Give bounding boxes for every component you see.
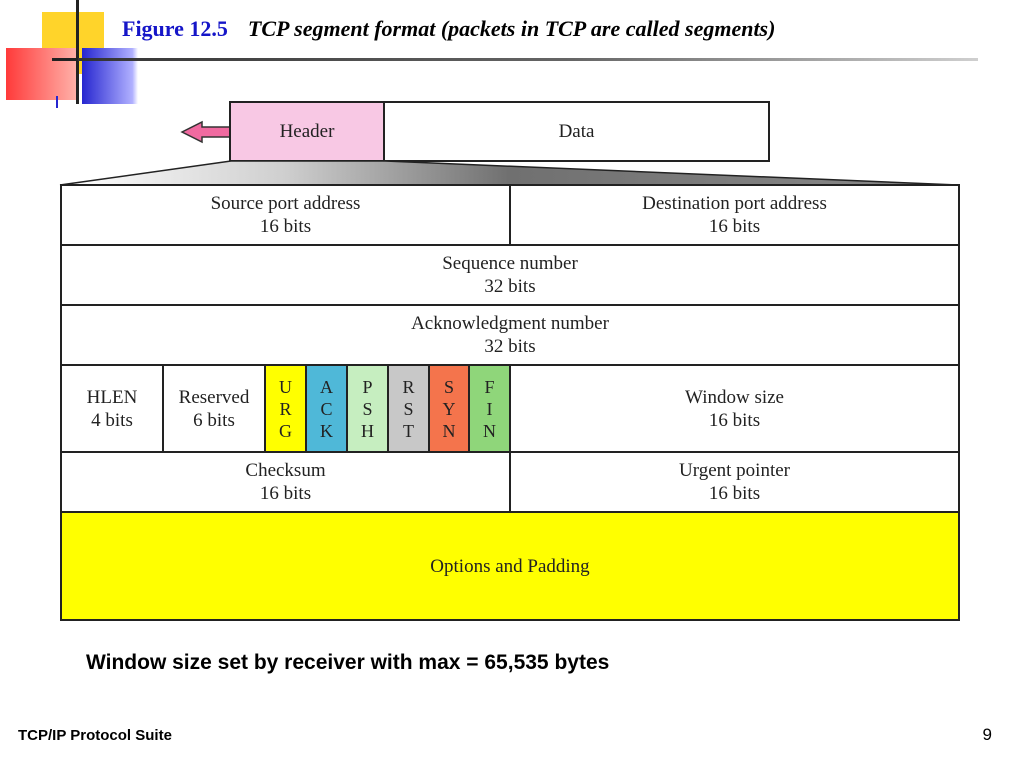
destination-port-field: Destination port address 16 bits	[509, 184, 960, 246]
flag-fin-letter-1: F	[484, 376, 495, 397]
flag-syn: S Y N	[428, 364, 470, 453]
urgent-pointer-size: 16 bits	[708, 483, 761, 504]
page-number: 9	[982, 725, 992, 744]
flag-syn-letter-2: Y	[442, 398, 456, 419]
flag-ack-letter-3: K	[320, 420, 333, 441]
flag-fin: F I N	[468, 364, 511, 453]
source-port-name: Source port address	[210, 193, 361, 214]
decor-bracket	[56, 96, 58, 108]
sequence-number-name: Sequence number	[442, 253, 578, 274]
destination-port-size: 16 bits	[708, 216, 761, 237]
decor-blue-square	[82, 48, 138, 104]
checksum-field: Checksum 16 bits	[60, 451, 511, 513]
reserved-size: 6 bits	[193, 409, 235, 431]
decor-vertical-line	[76, 0, 79, 104]
decor-horizontal-line	[52, 58, 82, 61]
window-size-name: Window size	[685, 386, 784, 408]
hlen-name: HLEN	[86, 386, 138, 408]
flag-rst-letter-1: R	[402, 376, 415, 397]
flag-urg: U R G	[264, 364, 307, 453]
window-size-size: 16 bits	[708, 409, 761, 431]
hlen-field: HLEN 4 bits	[60, 364, 164, 453]
urgent-pointer-field: Urgent pointer 16 bits	[509, 451, 960, 513]
flag-psh: P S H	[346, 364, 389, 453]
slide-title: Figure 12.5 TCP segment format (packets i…	[122, 16, 775, 42]
reserved-field: Reserved 6 bits	[162, 364, 266, 453]
flag-syn-letter-3: N	[442, 420, 456, 441]
options-padding-field: Options and Padding	[60, 511, 960, 621]
sequence-number-field: Sequence number 32 bits	[60, 244, 960, 306]
flag-fin-letter-3: N	[483, 420, 496, 441]
flag-urg-letter-2: R	[279, 398, 292, 419]
header-label: Header	[279, 121, 335, 142]
flag-rst-letter-3: T	[403, 420, 414, 441]
hlen-size: 4 bits	[91, 409, 133, 431]
flag-ack-letter-1: A	[320, 376, 333, 397]
source-port-size: 16 bits	[259, 216, 312, 237]
flag-psh-letter-2: S	[362, 398, 373, 419]
acknowledgment-number-size: 32 bits	[484, 336, 536, 357]
flag-ack-letter-2: C	[320, 398, 333, 419]
options-padding-name: Options and Padding	[430, 555, 590, 577]
checksum-size: 16 bits	[259, 483, 312, 504]
data-label: Data	[558, 121, 595, 142]
flag-psh-letter-1: P	[362, 376, 373, 397]
flag-psh-letter-3: H	[361, 420, 374, 441]
footer-text: TCP/IP Protocol Suite	[18, 727, 172, 744]
decor-red-square	[6, 48, 76, 100]
flag-syn-letter-1: S	[443, 376, 454, 397]
flag-rst-letter-2: S	[403, 398, 414, 419]
flag-urg-letter-1: U	[279, 376, 292, 397]
title-underline	[78, 58, 978, 61]
segment-data-box: Data	[383, 101, 770, 162]
figure-caption: TCP segment format (packets in TCP are c…	[247, 16, 776, 41]
flag-rst: R S T	[387, 364, 430, 453]
reserved-name: Reserved	[178, 386, 250, 408]
urgent-pointer-name: Urgent pointer	[679, 460, 790, 481]
window-size-note: Window size set by receiver with max = 6…	[86, 651, 610, 674]
flag-fin-letter-2: I	[486, 398, 493, 419]
flag-ack: A C K	[305, 364, 348, 453]
acknowledgment-number-field: Acknowledgment number 32 bits	[60, 304, 960, 366]
sequence-number-size: 32 bits	[484, 276, 536, 297]
destination-port-name: Destination port address	[642, 193, 827, 214]
source-port-field: Source port address 16 bits	[60, 184, 511, 246]
figure-label: Figure 12.5	[122, 16, 228, 41]
acknowledgment-number-name: Acknowledgment number	[411, 313, 609, 334]
window-size-field: Window size 16 bits	[509, 364, 960, 453]
segment-header-box: Header	[229, 101, 385, 162]
checksum-name: Checksum	[245, 460, 326, 481]
flag-urg-letter-3: G	[279, 420, 292, 441]
